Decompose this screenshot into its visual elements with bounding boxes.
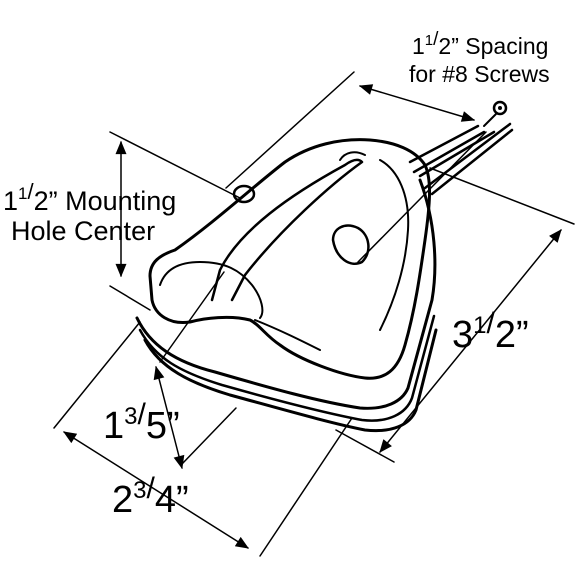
spacing-whole: 1 [412, 33, 425, 59]
mounting-whole: 1 [3, 186, 18, 216]
length-extension-top [429, 167, 575, 225]
length-label: 31/2” [452, 307, 529, 356]
lens-center-ridge [210, 158, 364, 302]
length-dimension-arrow [379, 229, 562, 453]
wire-2 [412, 130, 486, 174]
width-quote: ” [176, 479, 189, 521]
wire-5 [430, 128, 514, 196]
lamp-body [135, 138, 438, 433]
spacing-quote: ” [451, 33, 459, 59]
ring-terminal-hole [498, 106, 502, 110]
length-denominator: 2 [495, 314, 516, 356]
width-whole: 2 [112, 479, 133, 521]
lens-outline [148, 138, 432, 380]
width-label: 23/4” [112, 472, 189, 521]
height-extension-bottom [181, 407, 237, 465]
ring-terminal-stem [483, 113, 497, 127]
length-slash: / [487, 307, 496, 340]
height-whole: 1 [103, 405, 124, 447]
base-flange-bottom [143, 328, 438, 433]
spacing-line2: for #8 Screws [409, 61, 550, 87]
svg-text:11/2” Spacing: 11/2” Spacing [412, 29, 548, 59]
lens-dome-right [379, 159, 410, 331]
mounting-extension-top [109, 131, 241, 199]
ring-terminal-icon [492, 100, 508, 116]
length-quote: ” [516, 314, 529, 356]
spacing-extension-right [357, 131, 487, 263]
spacing-numerator: 1 [425, 32, 433, 49]
mounting-hole-left [232, 184, 256, 204]
mounting-hole-right [331, 224, 370, 265]
height-slash: / [138, 398, 147, 431]
dimension-lines [53, 71, 575, 557]
width-denominator: 4 [155, 479, 176, 521]
height-denominator: 5 [146, 405, 167, 447]
height-numerator: 3 [124, 403, 137, 430]
width-dimension-arrow [63, 431, 249, 549]
spacing-text: Spacing [459, 33, 549, 59]
spacing-denominator: 2 [438, 33, 451, 59]
spacing-slash: / [433, 29, 439, 50]
length-extension-bottom [335, 429, 395, 463]
svg-text:11/2” Mounting: 11/2” Mounting [3, 179, 176, 216]
width-numerator: 3 [133, 477, 146, 504]
mounting-label: 11/2” Mounting Hole Center [3, 179, 176, 246]
mounting-slash: / [28, 179, 35, 204]
mounting-text: Mounting [58, 186, 177, 216]
lens-inner-lip [159, 261, 264, 319]
flange-detail [254, 319, 321, 351]
mounting-quote: ” [49, 186, 58, 216]
lens-ridge-top [339, 151, 366, 161]
wire-1 [408, 124, 480, 164]
mounting-numerator: 1 [18, 184, 27, 203]
width-extension-left [53, 321, 141, 429]
mounting-extension-bottom [109, 285, 151, 311]
height-extension-top [159, 271, 225, 363]
spacing-extension-left [225, 71, 355, 189]
length-numerator: 1 [473, 312, 486, 339]
wire-4 [423, 122, 512, 190]
wire-leads [408, 100, 514, 196]
height-quote: ” [167, 405, 180, 447]
length-whole: 3 [452, 314, 473, 356]
spacing-dimension-arrow [358, 84, 476, 122]
mounting-denominator: 2 [34, 186, 49, 216]
width-slash: / [147, 472, 156, 505]
height-label: 13/5” [103, 398, 180, 447]
spacing-label: 11/2” Spacing for #8 Screws [409, 29, 550, 87]
width-extension-right [259, 417, 353, 557]
mounting-line2: Hole Center [11, 216, 155, 246]
